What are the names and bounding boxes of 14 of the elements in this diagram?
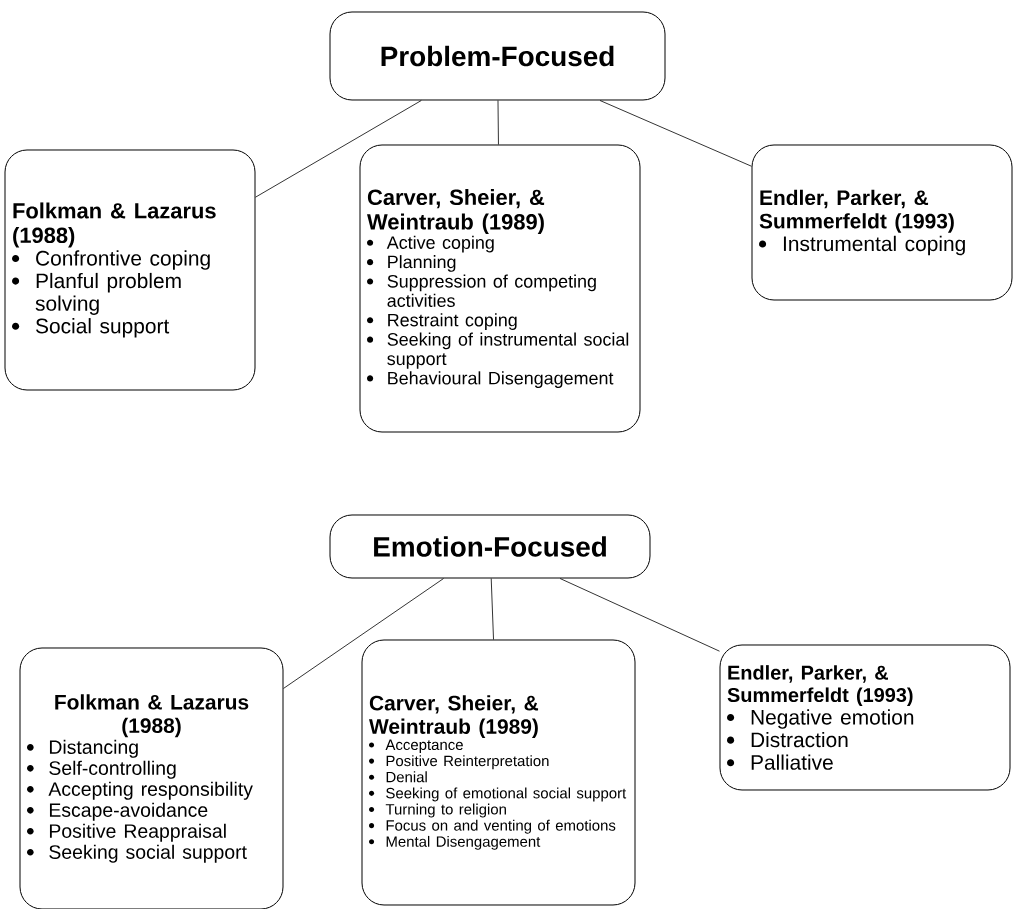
connector-line bbox=[283, 578, 444, 689]
rounded-box: Endler, Parker, & Summerfeldt (1993) Instrumental coping bbox=[751, 144, 1013, 301]
rounded-box: Endler, Parker, & Summerfeldt (1993) Negative emotion Distraction Palliative bbox=[719, 644, 1011, 791]
connector-line bbox=[490, 578, 494, 640]
rounded-box: Carver, Sheier, & Weintraub (1989) Acceptance Positive Reinterpretation Denial Seeking of emotional social support Turning to religion Focus on and venting of emotions Mental Disengagement bbox=[361, 639, 636, 906]
rounded-box: Carver, Sheier, & Weintraub (1989) Active coping Planning Suppression of competing activities Restraint coping Seeking of instrumental social support Behavioural Disengagement bbox=[359, 144, 641, 433]
rounded-box: Emotion-Focused bbox=[329, 514, 651, 579]
rounded-box: Problem-Focused bbox=[329, 11, 666, 101]
connector-line bbox=[559, 578, 720, 652]
rounded-box: Folkman & Lazarus (1988) Confrontive coping Planful problem solving Social support bbox=[4, 149, 256, 391]
rounded-box: Folkman & Lazarus (1988) Distancing Self-controlling Accepting responsibility Escape-avoidance Positive Reappraisal Seeking social support bbox=[19, 647, 284, 909]
connector-line bbox=[497, 100, 499, 145]
connector-line bbox=[255, 100, 422, 198]
connector-line bbox=[599, 100, 752, 167]
